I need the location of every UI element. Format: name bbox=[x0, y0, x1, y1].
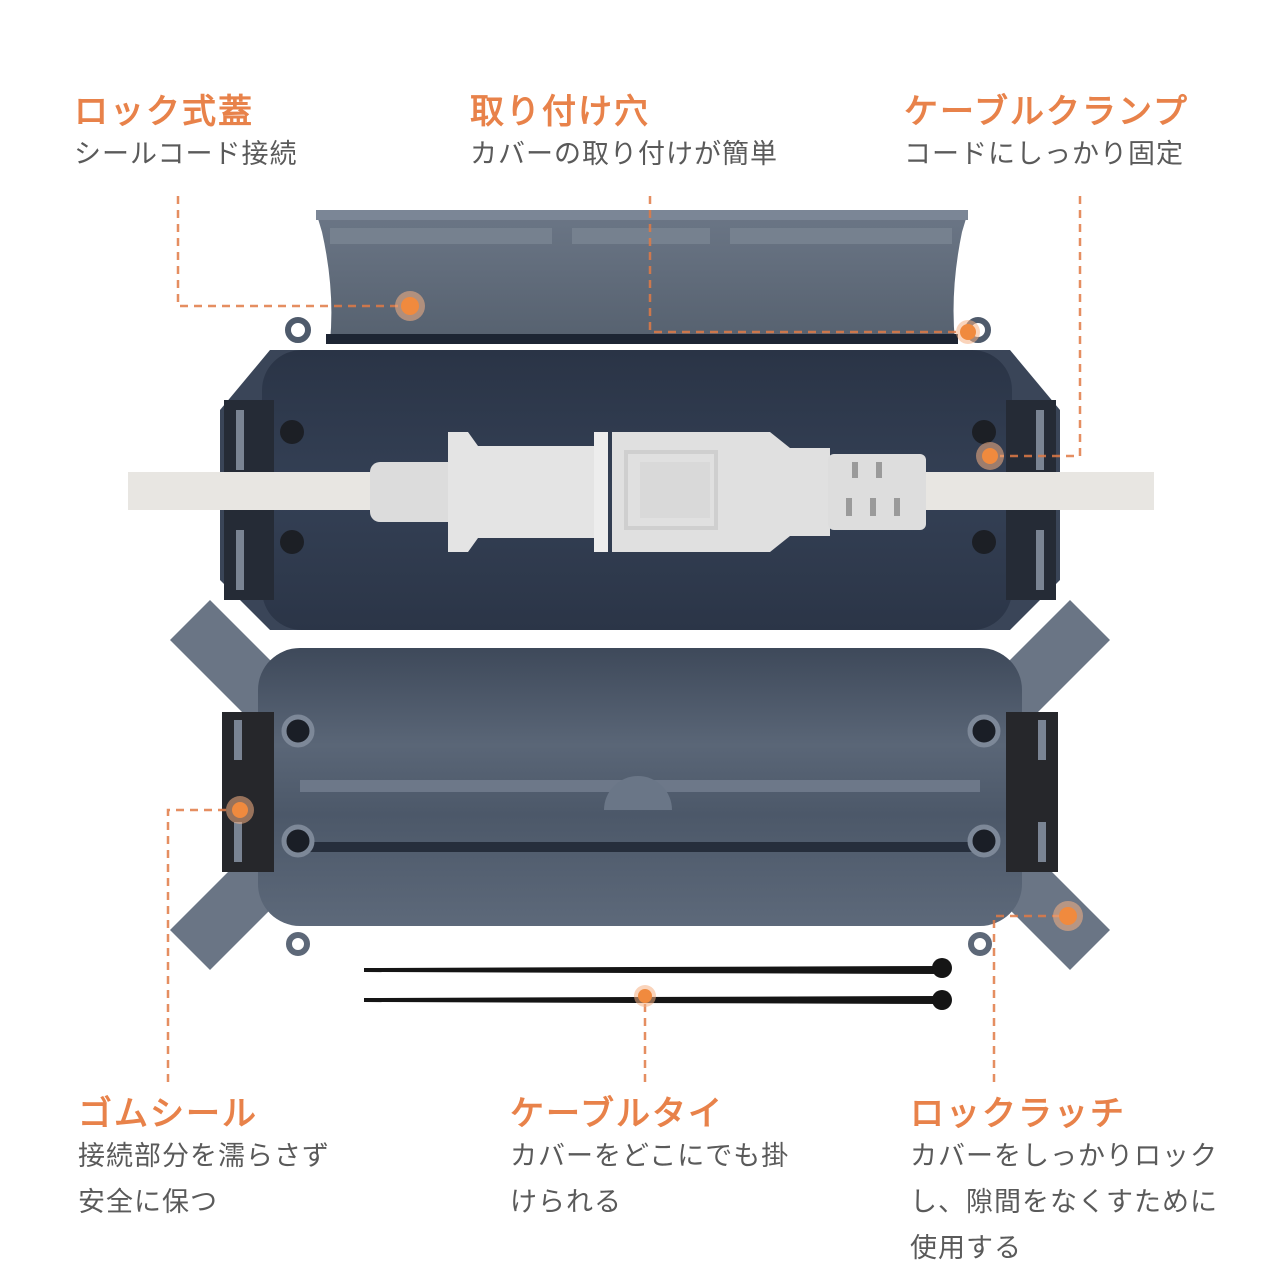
orange-dot-marker-icon bbox=[960, 324, 976, 340]
leader-line-cable-clamp bbox=[1000, 196, 1082, 458]
orange-dot-marker-icon bbox=[638, 989, 652, 1003]
callout-desc: し、隙間をなくすために bbox=[910, 1187, 1218, 1218]
callout-title: ゴムシール bbox=[78, 1094, 258, 1134]
callout-rubber-seal: ゴムシール 接続部分を濡らさず 安全に保つ bbox=[78, 1094, 330, 1226]
lock-lid-flap bbox=[316, 210, 968, 344]
callout-title: ロックラッチ bbox=[910, 1094, 1126, 1134]
leader-line-mounting-hole bbox=[648, 196, 962, 334]
callout-title: ケーブルクランプ bbox=[904, 92, 1189, 132]
callout-lock-latch: ロックラッチ カバーをしっかりロック し、隙間をなくすために 使用する bbox=[910, 1094, 1218, 1272]
callout-desc: 安全に保つ bbox=[78, 1187, 218, 1218]
callout-cable-clamp: ケーブルクランプ コードにしっかり固定 bbox=[904, 92, 1189, 178]
callout-desc: 使用する bbox=[910, 1233, 1022, 1264]
leader-line-rubber-seal bbox=[166, 808, 230, 1082]
callout-markers bbox=[226, 291, 1083, 1007]
leader-lines bbox=[166, 196, 1082, 1082]
callout-title: 取り付け穴 bbox=[470, 92, 650, 132]
callout-title: ロック式蓋 bbox=[74, 92, 254, 132]
leader-line-lock-lid bbox=[176, 196, 400, 308]
callout-desc: カバーをどこにでも掛 bbox=[510, 1141, 790, 1172]
callout-desc: けられる bbox=[510, 1187, 622, 1218]
orange-dot-marker-icon bbox=[401, 297, 419, 315]
leader-line-lock-latch bbox=[992, 914, 1064, 1082]
callout-title: ケーブルタイ bbox=[510, 1094, 724, 1134]
orange-dot-marker-icon bbox=[232, 802, 248, 818]
orange-dot-marker-icon bbox=[982, 448, 998, 464]
callout-desc: カバーをしっかりロック bbox=[910, 1141, 1218, 1172]
power-cable-and-plugs bbox=[128, 432, 1154, 552]
callout-cable-tie: ケーブルタイ カバーをどこにでも掛 けられる bbox=[510, 1094, 789, 1226]
callout-desc: 接続部分を濡らさず bbox=[78, 1141, 330, 1172]
callout-lock-lid: ロック式蓋 シールコード接続 bbox=[74, 92, 297, 178]
callout-desc: コードにしっかり固定 bbox=[904, 139, 1184, 170]
cable-ties bbox=[364, 958, 952, 1010]
callout-mounting-hole: 取り付け穴 カバーの取り付けが簡単 bbox=[470, 92, 778, 178]
orange-dot-marker-icon bbox=[1059, 907, 1077, 925]
lower-box-body bbox=[170, 600, 1110, 970]
callout-desc: カバーの取り付けが簡単 bbox=[470, 139, 778, 170]
callout-desc: シールコード接続 bbox=[74, 139, 298, 170]
